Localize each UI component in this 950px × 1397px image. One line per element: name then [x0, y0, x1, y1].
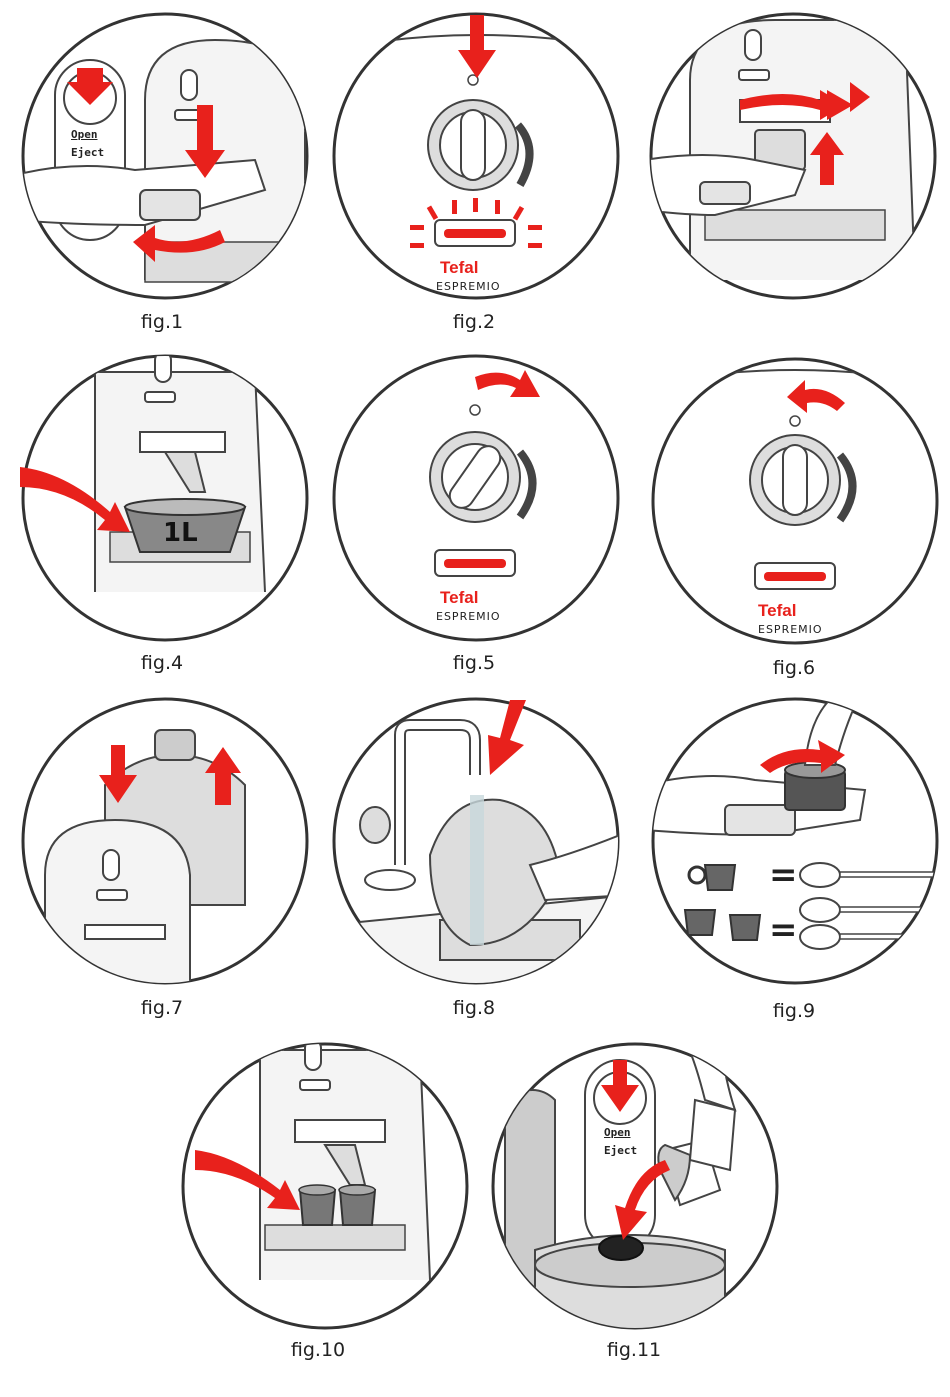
figure-7 — [15, 695, 315, 995]
fig8-caption: fig.8 — [453, 997, 495, 1019]
fig2-illustration — [330, 10, 630, 310]
figure-3 — [645, 10, 945, 310]
fig11-open-label: Open — [604, 1126, 631, 1139]
fig1-eject-label: Eject — [71, 146, 104, 159]
fig6-caption: fig.6 — [773, 657, 815, 679]
figure-2: Tefal ESPREMIO — [330, 10, 630, 310]
fig10-caption: fig.10 — [291, 1339, 345, 1361]
fig6-brand: Tefal — [758, 601, 796, 621]
figure-8 — [330, 695, 630, 995]
fig6-model: ESPREMIO — [758, 623, 823, 636]
fig9-illustration — [645, 695, 945, 995]
figure-11: Open Eject — [485, 1040, 785, 1340]
fig9-caption: fig.9 — [773, 1000, 815, 1022]
fig1-caption: fig.1 — [141, 311, 183, 333]
fig9-equals-1: = — [769, 855, 798, 895]
fig5-model: ESPREMIO — [436, 610, 501, 623]
fig5-illustration — [330, 352, 630, 652]
fig4-bowl-label: 1L — [163, 518, 198, 548]
fig2-brand: Tefal — [440, 258, 478, 278]
fig2-caption: fig.2 — [453, 311, 495, 333]
fig7-caption: fig.7 — [141, 997, 183, 1019]
fig7-illustration — [15, 695, 315, 995]
fig11-caption: fig.11 — [607, 1339, 661, 1361]
fig3-illustration — [645, 10, 945, 310]
figure-6: Tefal ESPREMIO — [645, 355, 945, 655]
figure-1: Open Eject — [15, 10, 315, 310]
fig9-equals-2: = — [769, 910, 798, 950]
fig11-eject-label: Eject — [604, 1144, 637, 1157]
fig1-illustration — [15, 10, 315, 310]
figure-10 — [175, 1040, 475, 1340]
fig4-caption: fig.4 — [141, 652, 183, 674]
fig10-illustration — [175, 1040, 475, 1340]
fig5-caption: fig.5 — [453, 652, 495, 674]
fig1-open-label: Open — [71, 128, 98, 141]
figure-5: Tefal ESPREMIO — [330, 352, 630, 652]
fig11-illustration — [485, 1040, 785, 1340]
fig5-brand: Tefal — [440, 588, 478, 608]
figure-4: 1L — [15, 352, 315, 652]
figure-9: = = — [645, 695, 945, 995]
fig8-illustration — [330, 695, 630, 995]
fig2-model: ESPREMIO — [436, 280, 501, 293]
fig4-illustration — [15, 352, 315, 652]
